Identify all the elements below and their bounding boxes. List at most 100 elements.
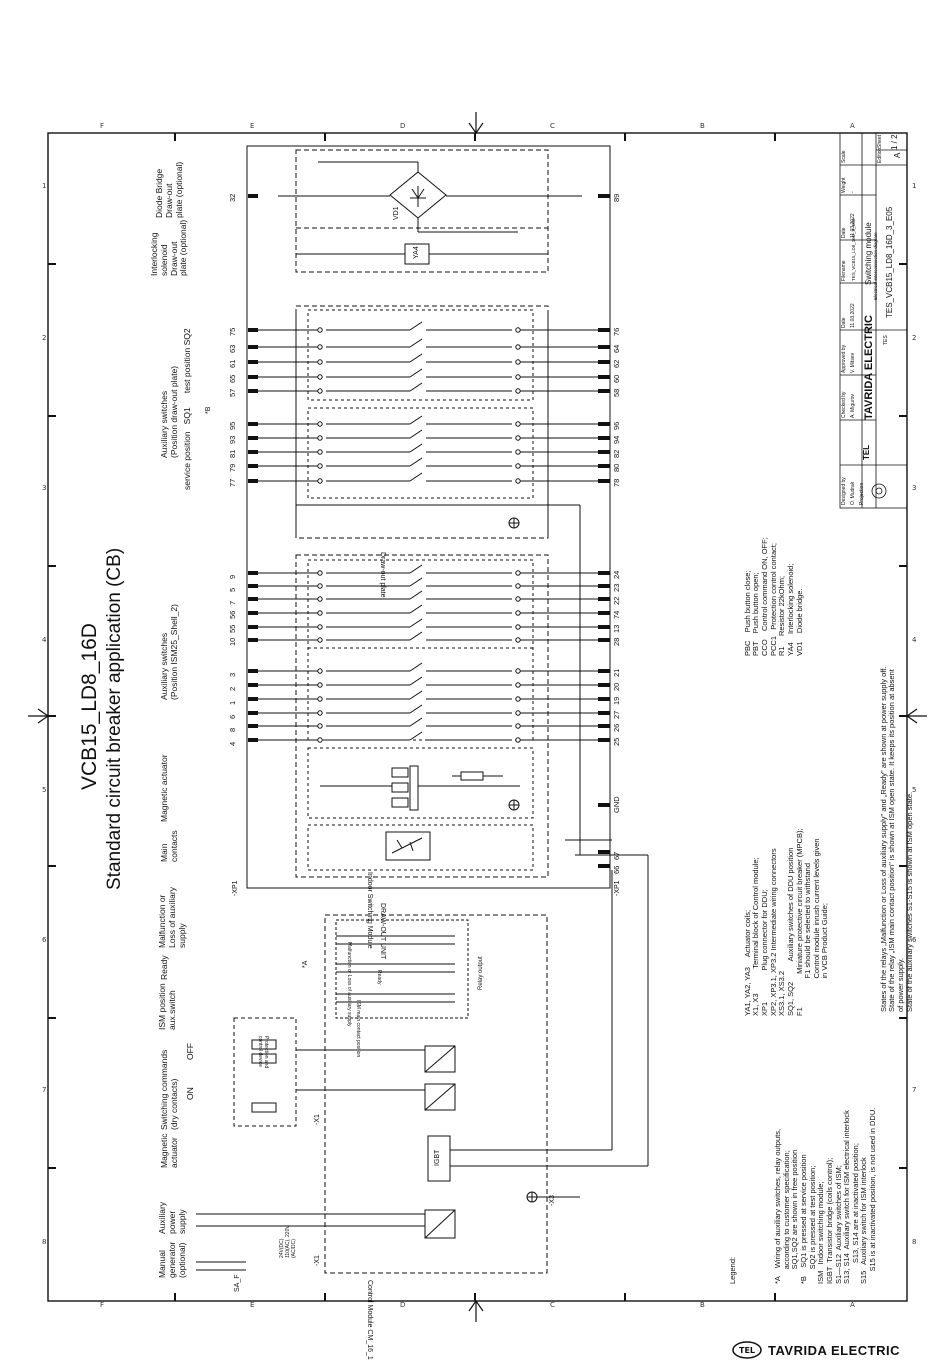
legend-line: S15 is at inactivated position, is not u…	[868, 1107, 878, 1284]
grid-row-label: 3	[42, 484, 46, 492]
switch-blade	[409, 429, 423, 439]
star-b-label: *B	[205, 406, 212, 414]
terminal-number: 95	[228, 421, 237, 430]
terminal-number: GND	[612, 796, 621, 813]
section-aux-ism: Auxiliary switches (Position ISM25_Shell…	[159, 604, 179, 700]
saf-label: SA_F	[234, 1274, 241, 1292]
grid-row-label: 3	[912, 484, 916, 492]
terminal-number: 32	[228, 193, 237, 202]
main-contacts-symbol	[385, 831, 431, 861]
switch-blade	[409, 321, 423, 331]
terminal-number: 23	[612, 583, 621, 592]
xp1-right-label: -XP1	[614, 880, 621, 896]
main-contacts-box	[307, 824, 534, 871]
grid-col-label: A	[850, 1301, 855, 1309]
grid-col-label: B	[700, 1301, 705, 1309]
grid-col-label: E	[250, 122, 254, 130]
grid-col-label: F	[100, 1301, 104, 1309]
terminal-number: 4	[228, 741, 237, 746]
contact-node	[317, 624, 323, 630]
contact-node	[317, 421, 323, 427]
tb-designed-by: Designed by	[841, 477, 847, 505]
relay-ready-label: Ready	[376, 970, 382, 985]
terminal-number: 2	[228, 686, 237, 691]
contact-node	[515, 596, 521, 602]
legend-left: Legend: *A Wiring of auxiliary switches,…	[692, 1108, 914, 1284]
section-magnetic-actuator-2: Magnetic actuator	[159, 1133, 179, 1169]
terminal-number: 22	[612, 596, 621, 605]
tb-filename-label: Filename	[841, 260, 847, 281]
grid-row-label: 5	[42, 786, 46, 794]
ism-module-box	[295, 554, 549, 878]
legend-line: in VCB Product Guide;	[820, 903, 830, 1016]
section-diode-bridge: Diode Bridge Draw-out plate (optional)	[154, 161, 184, 218]
indoor-module-label: Indoor Switching Module	[366, 872, 373, 949]
terminal-number: 82	[612, 449, 621, 458]
contact-node	[515, 421, 521, 427]
contact-node	[515, 570, 521, 576]
grid-col-label: C	[550, 1301, 555, 1309]
terminal-number: 75	[228, 327, 237, 336]
contact-node	[317, 696, 323, 702]
legend-line: State of the auxiliary switches S1-S15 i…	[904, 791, 914, 1012]
terminal-number: 8	[228, 727, 237, 732]
contact-node	[317, 637, 323, 643]
top-center-arrow	[468, 112, 484, 135]
terminal-number: 67	[612, 851, 621, 860]
section-ism-position: ISM position aux.switch	[157, 983, 177, 1030]
contact-node	[317, 668, 323, 674]
terminal-number: 56	[228, 610, 237, 619]
terminal-number: 58	[612, 388, 621, 397]
draw-out-plate-label: Draw-out plate	[379, 552, 386, 598]
relay-output-label: Relay output	[478, 956, 484, 990]
contact-node	[515, 610, 521, 616]
contact-node	[317, 374, 323, 380]
switch-blade	[409, 472, 423, 482]
relay-box	[335, 919, 469, 1019]
sq1-box	[307, 407, 534, 499]
contact-node	[515, 359, 521, 365]
grid-row-label: 1	[912, 182, 916, 190]
protection-device-label: Protection and control device	[257, 1036, 269, 1069]
vd1-label: VD1	[393, 206, 400, 220]
draw-out-unit-box	[246, 145, 611, 889]
contact-node	[515, 374, 521, 380]
grid-row-label: 2	[42, 334, 46, 342]
terminal-number: 19	[612, 696, 621, 705]
terminal-number: 60	[612, 374, 621, 383]
contact-node	[317, 596, 323, 602]
terminal-number: 5	[228, 587, 237, 592]
grid-col-label: C	[550, 122, 555, 130]
switch-blade	[409, 368, 423, 378]
switch-blade	[409, 690, 423, 700]
footer-logo-text: TEL	[739, 1346, 755, 1355]
contact-node	[515, 344, 521, 350]
section-service-test: service position SQ1 test position SQ2	[182, 328, 192, 490]
contact-node	[317, 327, 323, 333]
contact-node	[317, 610, 323, 616]
tb-sheet-label: Sheet	[877, 134, 883, 148]
ism-aux-box	[307, 559, 534, 741]
grid-row-label: 8	[912, 1238, 916, 1246]
terminal-number: 1	[228, 700, 237, 705]
actuator-symbol	[320, 517, 580, 1203]
contact-node	[515, 710, 521, 716]
diode-bridge-symbol	[278, 161, 582, 265]
terminal-number: 10	[228, 637, 237, 646]
supply-spec-label: 24V(DC) 110(AC), 220V (AC/DC)	[279, 1225, 297, 1258]
switch-blade	[409, 577, 423, 587]
igbt-label: IGBT	[434, 1149, 441, 1166]
grid-row-label: 2	[912, 334, 916, 342]
tb-checker: A. Migurov	[850, 394, 856, 418]
contact-node	[515, 668, 521, 674]
tb-doc-number: TES_VCB15_LD8_16D_3_E05	[885, 206, 894, 318]
draw-out-unit-label: DRAW-OUT UNIT	[379, 903, 386, 960]
terminal-number: 7	[228, 600, 237, 605]
contact-node	[515, 737, 521, 743]
contact-node	[515, 327, 521, 333]
ya4-label: YA4	[413, 246, 420, 259]
terminal-number: 89	[612, 193, 621, 202]
contact-node	[317, 570, 323, 576]
terminal-number: 20	[612, 682, 621, 691]
grid-row-label: 8	[42, 1238, 46, 1246]
